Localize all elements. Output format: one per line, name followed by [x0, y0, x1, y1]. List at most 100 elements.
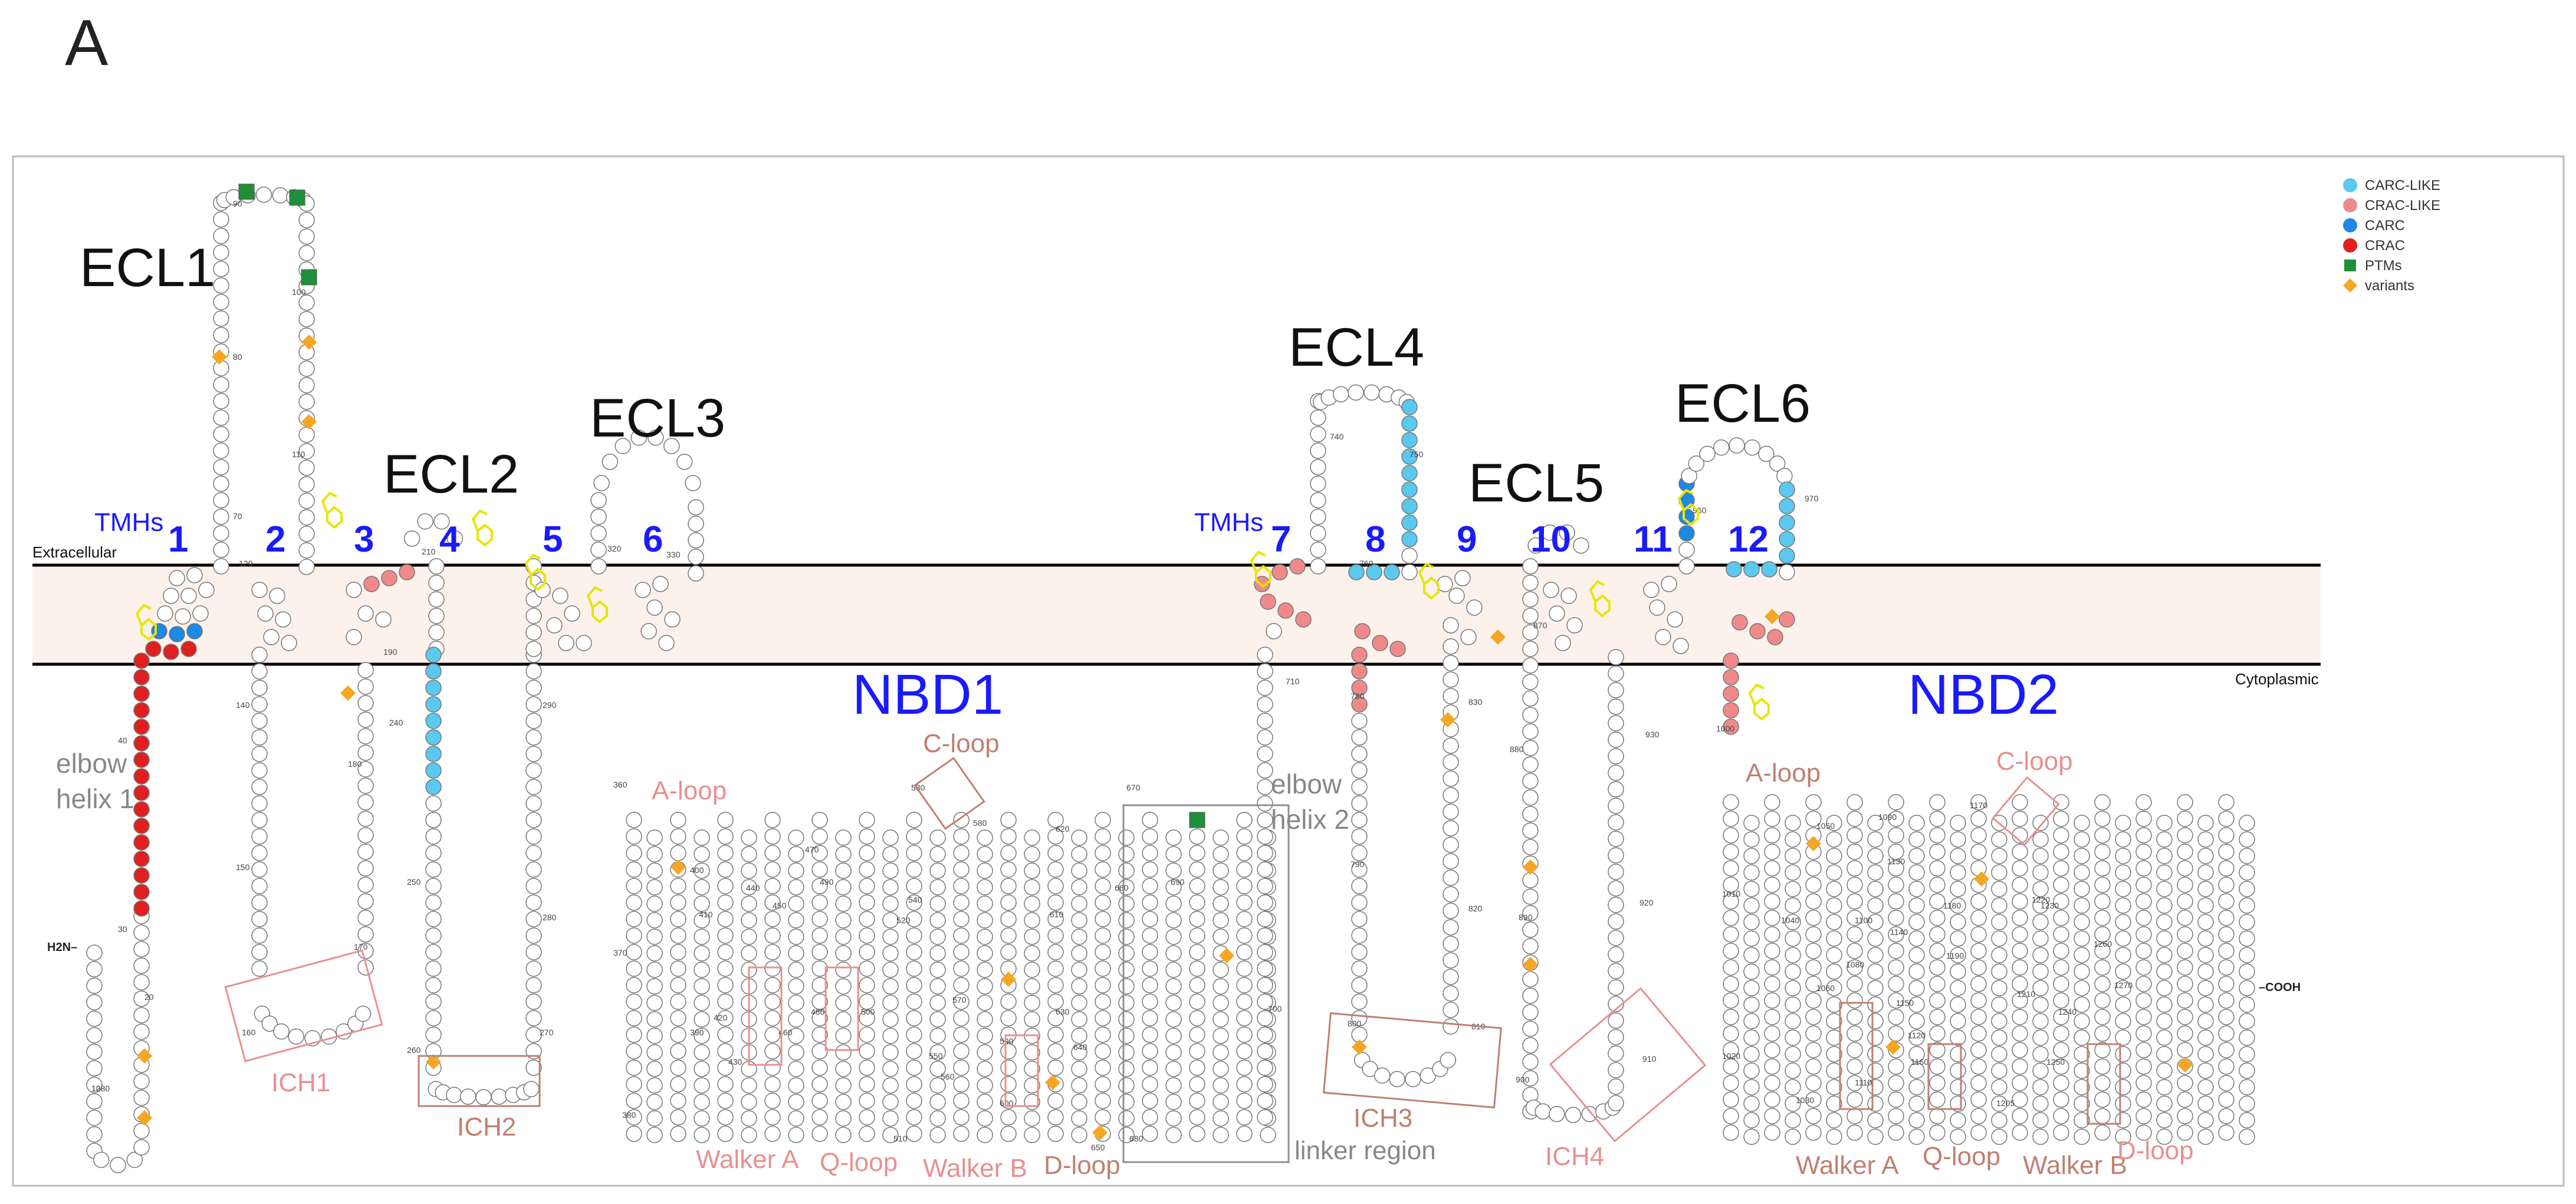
- residue: [1257, 861, 1273, 878]
- residue: [298, 228, 315, 245]
- residue: [1929, 992, 1946, 1009]
- residue-number-label: 550: [929, 1051, 943, 1061]
- residue: [428, 558, 445, 575]
- residue: [1000, 993, 1017, 1010]
- residue: [1071, 862, 1087, 879]
- legend-swatch: [2343, 238, 2357, 252]
- residue: [269, 588, 285, 604]
- residue: [906, 812, 922, 828]
- residue: [133, 834, 150, 851]
- residue: [2197, 815, 2214, 831]
- residue: [1846, 1009, 1863, 1025]
- residue: [1908, 1046, 1925, 1062]
- residue: [1257, 828, 1273, 845]
- residue: [590, 492, 607, 508]
- residue: [859, 993, 875, 1010]
- residue: [1266, 623, 1282, 639]
- residue: [1165, 929, 1182, 945]
- residue-number-label: 1110: [1855, 1078, 1872, 1087]
- residue: [906, 993, 922, 1010]
- residue: [1950, 996, 1966, 1013]
- residue: [1257, 729, 1273, 746]
- residue: [2177, 860, 2193, 877]
- residue: [2156, 980, 2173, 996]
- residue: [646, 978, 663, 995]
- residue: [1236, 878, 1253, 894]
- residue: [1165, 879, 1182, 895]
- residue: [1867, 1128, 1884, 1145]
- residue: [1867, 848, 1884, 864]
- residue: [1236, 1059, 1253, 1076]
- residue: [1213, 1110, 1229, 1127]
- residue-number-label: 1190: [1946, 951, 1964, 960]
- residue: [1785, 1095, 1801, 1112]
- residue: [1401, 448, 1418, 465]
- residue: [86, 1093, 103, 1110]
- residue: [1351, 812, 1368, 828]
- residue: [764, 1010, 781, 1026]
- residue: [1024, 1011, 1040, 1028]
- residue: [906, 1109, 922, 1126]
- residue: [2115, 815, 2131, 831]
- residue: [859, 911, 875, 927]
- residue: [1681, 468, 1697, 484]
- residue: [1888, 1058, 1904, 1075]
- residue: [646, 599, 663, 616]
- residue: [1118, 929, 1135, 945]
- residue: [1351, 944, 1368, 960]
- residue: [145, 641, 162, 657]
- residue: [2239, 897, 2255, 914]
- residue: [2135, 1124, 2152, 1141]
- residue: [1118, 978, 1135, 995]
- residue: [741, 945, 757, 962]
- residue: [1608, 798, 1624, 814]
- residue: [1142, 927, 1158, 944]
- residue: [1908, 881, 1925, 897]
- c-loop-label-nbd1: C-loop: [923, 729, 1000, 758]
- residue: [2094, 992, 2111, 1009]
- residue: [1826, 1095, 1842, 1112]
- residue: [1723, 959, 1739, 976]
- residue: [298, 542, 315, 559]
- residue: [1095, 927, 1111, 944]
- residue: [1213, 929, 1229, 945]
- residue: [670, 1109, 686, 1126]
- residue: [835, 879, 852, 895]
- residue: [859, 1126, 875, 1142]
- residue: [788, 829, 804, 846]
- residue: [1024, 862, 1040, 879]
- residue-number-label: 290: [543, 700, 557, 710]
- residue: [1764, 992, 1780, 1009]
- residue: [859, 1010, 875, 1026]
- residue: [1372, 635, 1388, 651]
- residue: [646, 1110, 663, 1127]
- residue: [2053, 1075, 2069, 1091]
- residue: [1908, 864, 1925, 881]
- residue: [1950, 980, 1966, 996]
- residue: [626, 1126, 642, 1142]
- residue: [1573, 537, 1589, 554]
- residue: [1764, 794, 1780, 811]
- residue: [1991, 1128, 2007, 1145]
- residue: [298, 212, 315, 228]
- residue: [835, 829, 852, 846]
- residue: [2074, 1029, 2090, 1046]
- residue: [2177, 794, 2193, 811]
- residue: [1522, 822, 1539, 839]
- residue: [2012, 811, 2028, 827]
- residue: [953, 944, 970, 960]
- residue: [2239, 996, 2255, 1013]
- walker-b-box-nbd2: [2087, 1043, 2121, 1125]
- residue: [133, 1139, 150, 1156]
- variant-residue: [1219, 948, 1234, 963]
- residue: [1118, 862, 1135, 879]
- residue: [1908, 914, 1925, 930]
- residue-number-label: 640: [1073, 1042, 1087, 1052]
- residue: [1991, 831, 2007, 848]
- residue: [1991, 897, 2007, 914]
- residue: [1443, 836, 1459, 853]
- residue: [2239, 1013, 2255, 1029]
- residue: [882, 1077, 899, 1094]
- residue: [298, 427, 315, 443]
- residue: [590, 508, 607, 525]
